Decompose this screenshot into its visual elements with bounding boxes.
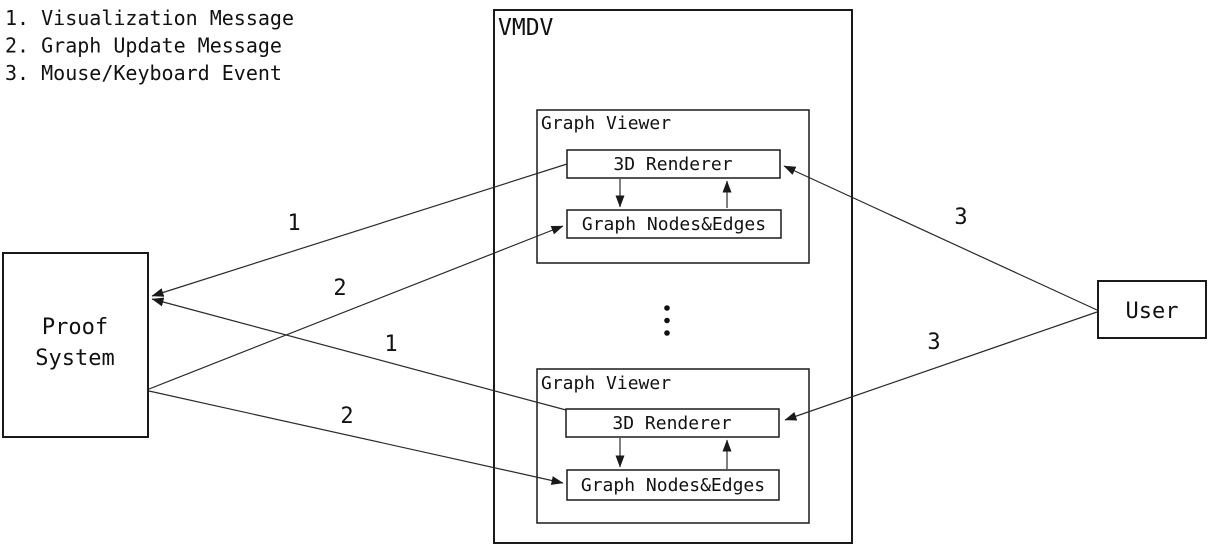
edge-label-2-bottom: 2 [340, 404, 353, 429]
proof-system: Proof System [2, 252, 149, 438]
edge-visualization-viewer1-to-proof [151, 163, 568, 297]
edge-label-3-top: 3 [954, 205, 967, 230]
legend-item-graph-update-message: 2. Graph Update Message [5, 34, 282, 58]
legend-item-mouse-keyboard-event: 3. Mouse/Keyboard Event [5, 61, 282, 85]
graph-viewer-2-title: Graph Viewer [541, 373, 671, 394]
more-viewers-ellipsis-icon [664, 305, 670, 336]
message-edges [148, 163, 1098, 485]
graph-viewer-2: Graph Viewer 3D Renderer Graph Nodes&Edg… [536, 368, 810, 524]
graph-viewer-1-nodes-edges-label: Graph Nodes&Edges [582, 214, 766, 235]
edge-graph-update-proof-to-viewer1 [148, 225, 564, 390]
edge-mouse-keyboard-user-to-viewer1 [783, 165, 1098, 311]
graph-viewer-2-3d-renderer-box [565, 408, 780, 438]
proof-system-box [2, 252, 149, 438]
edge-number-labels: 1 2 1 2 3 3 [287, 205, 967, 429]
user-label: User [1126, 299, 1179, 324]
graph-viewer-2-3d-renderer-label: 3D Renderer [612, 413, 731, 434]
edge-label-1-top: 1 [287, 211, 300, 236]
graph-viewer-1-title: Graph Viewer [541, 113, 671, 134]
graph-viewer-1-nodes-edges-box [566, 209, 782, 239]
legend-item-visualization-message: 1. Visualization Message [5, 6, 294, 30]
edge-mouse-keyboard-user-to-viewer2 [784, 311, 1098, 421]
user-box [1097, 280, 1207, 339]
edge-label-1-bottom: 1 [384, 332, 397, 357]
graph-viewer-1-3d-renderer-label: 3D Renderer [613, 154, 732, 175]
legend: 1. Visualization Message 2. Graph Update… [5, 6, 294, 85]
graph-viewer-1-3d-renderer-box [566, 149, 781, 179]
edge-label-2-top: 2 [333, 276, 346, 301]
edge-label-3-bottom: 3 [927, 330, 940, 355]
graph-viewer-2-nodes-edges-box [566, 469, 780, 501]
vmdv-title: VMDV [498, 15, 554, 41]
proof-system-label-line1: Proof [42, 315, 108, 340]
graph-viewer-1: Graph Viewer 3D Renderer Graph Nodes&Edg… [536, 109, 810, 264]
edge-graph-update-proof-to-viewer2 [148, 390, 564, 485]
graph-viewer-2-nodes-edges-label: Graph Nodes&Edges [581, 475, 765, 496]
user: User [1097, 280, 1207, 339]
edge-visualization-viewer2-to-proof [151, 297, 567, 411]
proof-system-label-line2: System [35, 346, 114, 371]
